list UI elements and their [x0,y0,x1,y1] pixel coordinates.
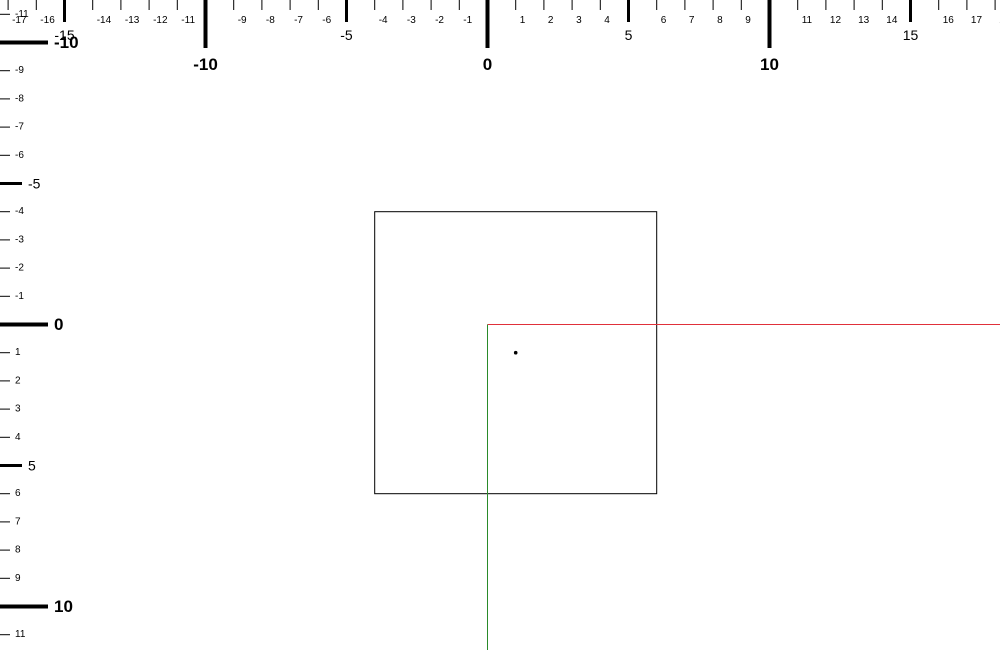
top-ruler-label: -10 [193,55,218,74]
top-ruler-label: -11 [181,15,195,26]
top-ruler-label: 2 [548,15,554,26]
top-ruler-label: 4 [604,15,610,26]
left-ruler-label: -2 [15,263,24,274]
left-ruler-label: -4 [15,206,24,217]
top-ruler-label: -4 [379,15,388,26]
left-ruler-label: -5 [28,176,41,192]
top-ruler-label: 7 [689,15,695,26]
left-ruler-label: 10 [54,597,73,616]
top-ruler-label: -13 [125,15,140,26]
top-ruler[interactable]: -17-16-15-14-13-12-11-10-9-8-7-6-5-4-3-2… [7,0,1000,74]
top-ruler-label: -2 [435,15,444,26]
top-ruler-label: -1 [463,15,472,26]
top-ruler-label: 5 [625,27,633,43]
top-ruler-label: 9 [745,15,751,26]
top-ruler-label: -7 [294,15,303,26]
top-ruler-label: 6 [661,15,667,26]
scene [374,211,1000,650]
top-ruler-label: 12 [830,15,842,26]
left-ruler-label: -10 [54,33,79,52]
top-ruler-label: 16 [943,15,955,26]
top-ruler-label: -3 [407,15,416,26]
left-ruler-label: 3 [15,404,21,415]
top-ruler-label: 3 [576,15,582,26]
left-ruler-label: -8 [15,93,24,104]
top-ruler-label: 14 [886,15,898,26]
top-ruler-label: -12 [153,15,168,26]
left-ruler-label: -7 [15,122,24,133]
top-ruler-label: -16 [40,15,55,26]
top-ruler-label: -8 [266,15,275,26]
left-ruler-label: 2 [15,375,21,386]
left-ruler-label: -11 [15,9,29,20]
left-ruler-label: 8 [15,545,21,556]
left-ruler-label: 11 [15,629,26,640]
top-ruler-label: 15 [903,27,919,43]
left-ruler-label: 1 [15,347,21,358]
left-ruler-label: -6 [15,150,24,161]
left-ruler-label: -9 [15,65,24,76]
top-ruler-label: -15 [54,27,74,43]
top-ruler-label: -5 [340,27,353,43]
top-ruler-label: 17 [971,15,983,26]
left-ruler-label: -1 [15,291,24,302]
left-ruler-label: 4 [15,432,21,443]
top-ruler-label: -6 [322,15,331,26]
left-ruler-label: 0 [54,315,63,334]
left-ruler-label: -3 [15,234,24,245]
top-ruler-label: 1 [520,15,526,26]
top-ruler-label: 10 [760,55,779,74]
left-ruler-label: 7 [15,516,21,527]
top-ruler-label: 11 [802,15,813,26]
top-ruler-label: -14 [97,15,112,26]
left-ruler-label: 5 [28,458,36,474]
top-ruler-label: 0 [483,55,492,74]
top-ruler-label: 13 [858,15,870,26]
top-ruler-label: 8 [717,15,723,26]
top-ruler-label: -9 [238,15,247,26]
point-marker [513,350,518,355]
left-ruler-label: 6 [15,488,21,499]
left-ruler-label: 9 [15,573,21,584]
top-ruler-label: -17 [12,15,27,26]
square-outline [374,211,658,495]
